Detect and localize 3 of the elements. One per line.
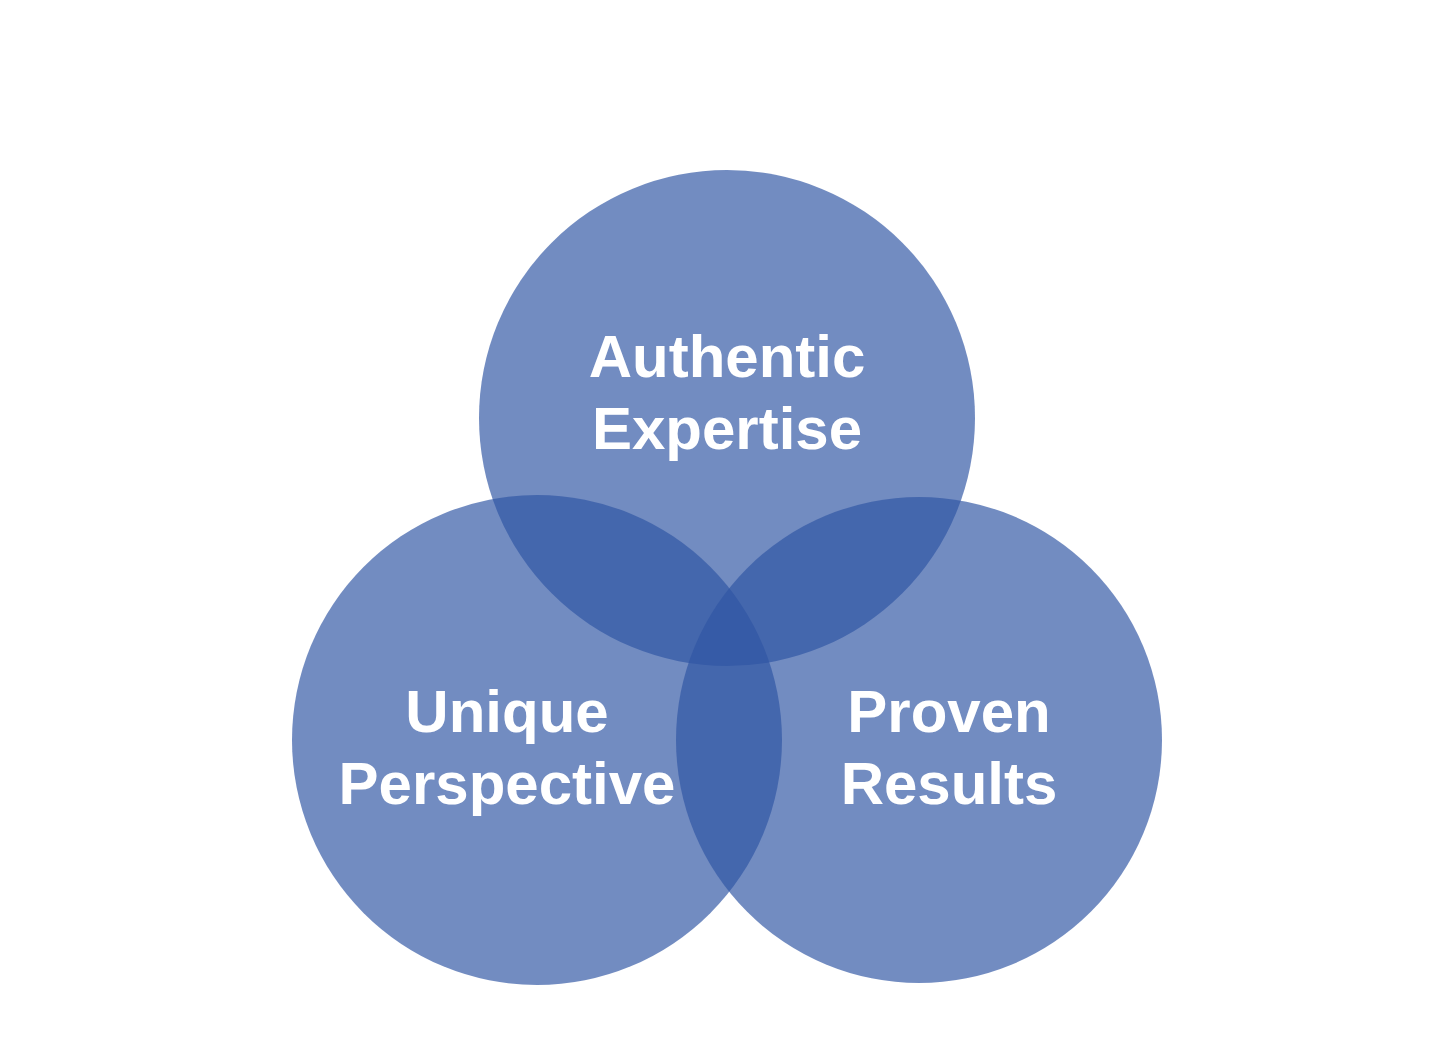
circle-label: Proven Results [839,677,1059,819]
circle-label: Authentic Expertise [587,322,867,464]
circle-label: Unique Perspective [337,677,677,819]
